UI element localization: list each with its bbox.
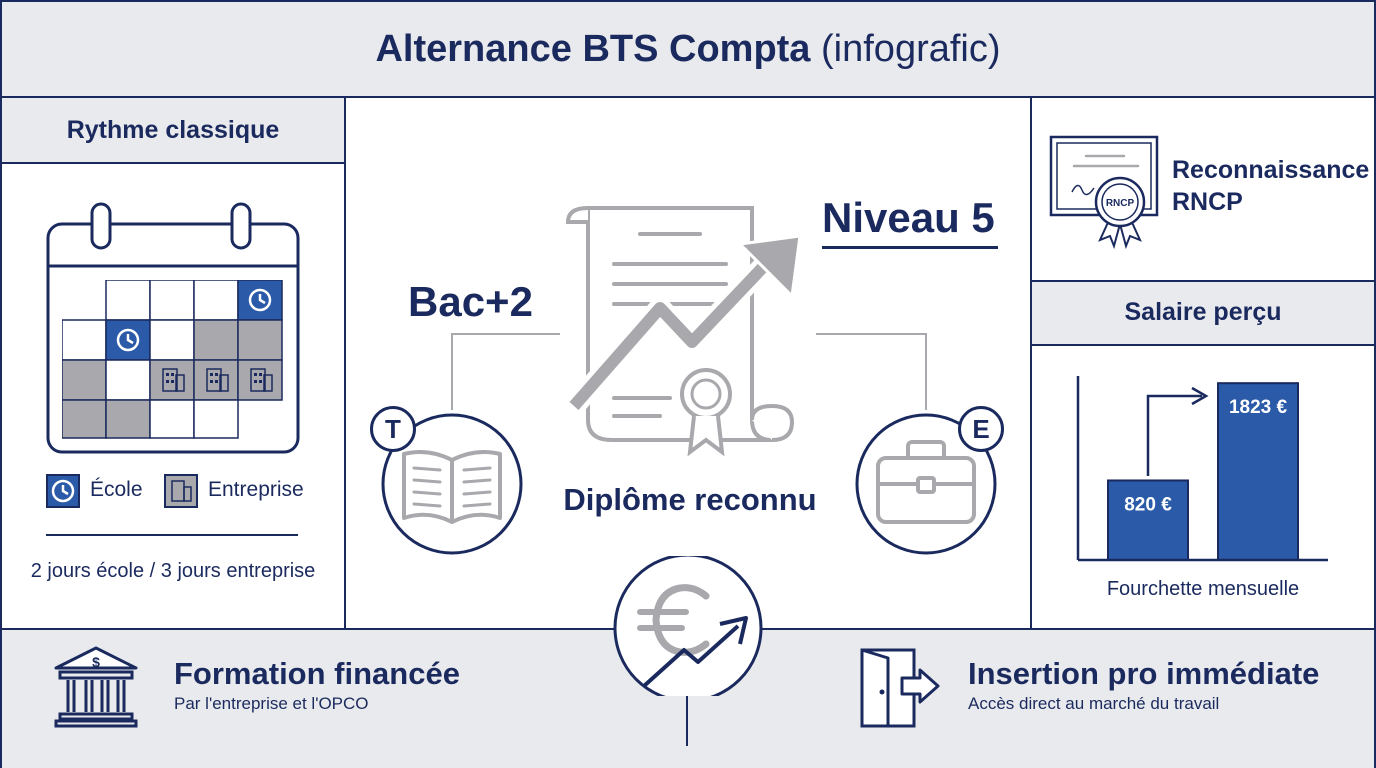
calendar-grid xyxy=(62,280,286,440)
level-left: Bac+2 xyxy=(408,278,533,325)
rncp-line2: RNCP xyxy=(1172,188,1243,216)
legend-school-swatch xyxy=(46,474,80,508)
header-bar xyxy=(0,0,1376,98)
legend-company-swatch xyxy=(164,474,198,508)
salary-chart: 820 € 1823 € xyxy=(1070,366,1340,566)
level-right-underline xyxy=(822,246,998,249)
salary-bar-label-0: 820 € xyxy=(1124,494,1172,515)
rhythm-caption: 2 jours école / 3 jours entreprise xyxy=(30,560,316,582)
bottom-strip xyxy=(0,744,1376,768)
diploma-label: Diplôme reconnu xyxy=(563,482,817,517)
bottom-divider xyxy=(686,680,688,746)
rhythm-title: Rythme classique xyxy=(66,116,280,144)
salary-growth-arrowhead xyxy=(1191,386,1209,406)
rncp-label: Reconnaissance RNCP xyxy=(1172,154,1369,218)
salary-bar-0 xyxy=(1107,479,1189,561)
theory-circle xyxy=(378,406,528,556)
salary-bar-1 xyxy=(1217,382,1299,561)
certificate-seal-icon: RNCP xyxy=(1048,134,1162,250)
badge-theory: T xyxy=(370,406,416,452)
bank-icon: $ xyxy=(52,644,140,728)
legend-divider xyxy=(46,534,298,536)
page-title: Alternance BTS Compta (infografic) xyxy=(0,26,1376,72)
badge-enterprise: E xyxy=(958,406,1004,452)
insertion-subtitle: Accès direct au marché du travail xyxy=(968,694,1220,713)
euro-growth-icon xyxy=(612,556,764,696)
insertion-title: Insertion pro immédiate xyxy=(968,656,1320,691)
salary-caption: Fourchette mensuelle xyxy=(1106,578,1300,600)
legend-company-label: Entreprise xyxy=(208,478,304,501)
funding-title: Formation financée xyxy=(174,656,460,691)
level-right: Niveau 5 xyxy=(822,194,995,241)
title-light: (infografic) xyxy=(821,28,1001,70)
rncp-line1: Reconnaissance xyxy=(1172,156,1370,184)
center-connectors xyxy=(450,330,930,410)
title-bold: Alternance BTS Compta xyxy=(375,28,811,70)
enterprise-circle xyxy=(850,406,1000,556)
legend-school-label: École xyxy=(90,478,143,501)
salary-title: Salaire perçu xyxy=(1124,298,1282,326)
salary-growth-connector xyxy=(1146,394,1202,476)
exit-door-icon xyxy=(858,646,942,730)
growth-arrow-icon xyxy=(560,230,810,420)
funding-subtitle: Par l'entreprise et l'OPCO xyxy=(174,694,369,713)
salary-bar-label-1: 1823 € xyxy=(1229,397,1288,418)
rhythm-header xyxy=(2,98,344,164)
salary-header xyxy=(1032,280,1374,346)
svg-text:$: $ xyxy=(92,654,100,670)
seal-text: RNCP xyxy=(1106,198,1135,209)
